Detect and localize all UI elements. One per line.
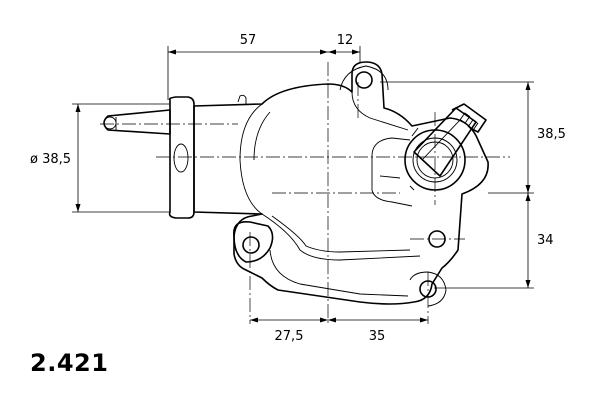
housing-body (103, 61, 489, 307)
dimension-right-upper: 38,5 (537, 127, 566, 142)
extension-lines (72, 46, 534, 289)
dimension-left-diameter: ø 38,5 (30, 152, 71, 167)
dimension-top-right: 12 (337, 33, 354, 48)
dimension-top-left: 57 (240, 33, 257, 48)
center-lines (100, 62, 510, 326)
dimension-bottom-right: 35 (369, 329, 386, 344)
dimension-right-lower: 34 (537, 233, 554, 248)
part-number: 2.421 (30, 349, 109, 377)
dimension-bottom-left: 27,5 (275, 329, 304, 344)
dimension-lines (75, 49, 531, 323)
